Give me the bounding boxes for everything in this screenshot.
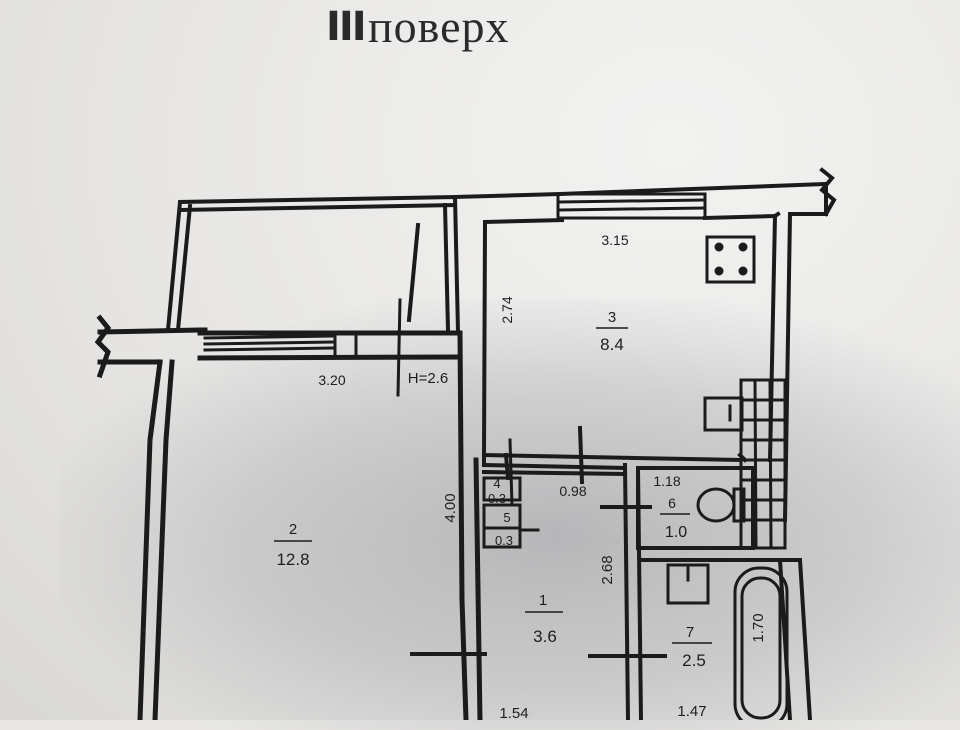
room-3-number: 3 [608,309,616,326]
stove-icon [705,235,756,284]
room-1-number: 1 [539,592,547,609]
room-2-number: 2 [289,521,297,538]
dim-1-18: 1.18 [653,473,680,489]
closets [482,438,540,549]
room-5-number: 5 [503,510,510,525]
room-4-area: 0.3 [488,491,506,506]
room-1-area: 3.6 [533,627,557,646]
bathtub-icon [733,566,789,720]
dim-2-68: 2.68 [599,555,616,584]
room-2-partition [457,330,483,720]
dim-2-74: 2.74 [499,296,515,323]
dim-1-47: 1.47 [677,703,706,720]
ceiling-height: H=2.6 [408,370,448,387]
floor-number: III [326,4,367,50]
room-2-area: 12.8 [276,550,309,569]
ventilation-shaft [739,378,787,550]
balcony [165,194,461,335]
room-5-area: 0.3 [495,533,513,548]
floor-word: поверх [368,1,510,52]
room-6-number: 6 [668,495,676,511]
dim-3-15: 3.15 [601,232,628,248]
floor-title: III поверх [0,1,960,64]
dim-4-00: 4.00 [442,493,459,522]
toilet-icon [696,487,746,523]
room-6-walls [636,466,755,550]
dim-0-98: 0.98 [559,483,586,499]
dim-1-54: 1.54 [499,705,528,720]
room-7-number: 7 [686,624,694,641]
room-2-window [203,298,402,397]
door-ticks [410,425,667,658]
room-4-number: 4 [493,476,500,491]
washbasin-icon [666,563,710,605]
dim-3-20: 3.20 [318,372,345,388]
room-3-area: 8.4 [600,335,624,354]
room-7-area: 2.5 [682,651,706,670]
room-2-walls [94,314,463,720]
kitchen-window [556,192,707,220]
room-6-area: 1.0 [665,524,687,541]
dim-1-70: 1.70 [750,613,767,642]
